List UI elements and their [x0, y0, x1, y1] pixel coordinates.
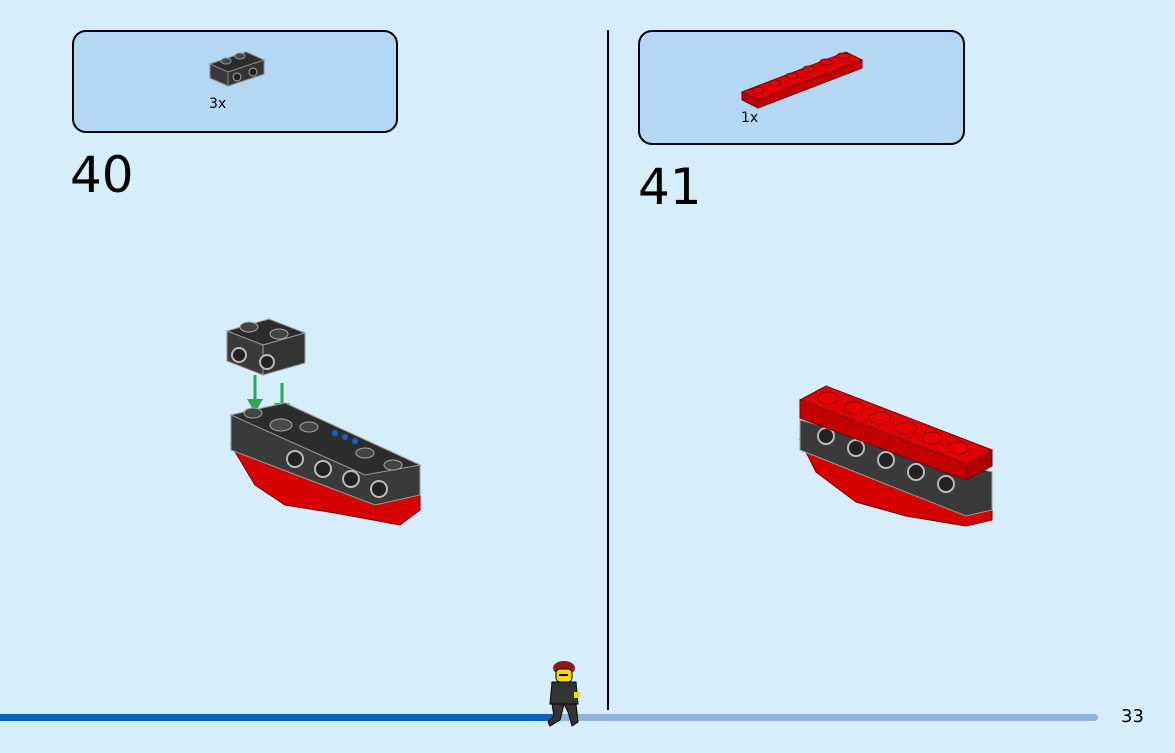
page-divider [607, 30, 609, 710]
step-40-assembly-illustration [225, 318, 422, 526]
plate-1x6-part-icon [740, 51, 864, 109]
parts-callout-step-41: 1x [638, 30, 965, 145]
minifigure-progress-icon [547, 661, 580, 727]
page-number: 33 [1121, 706, 1144, 727]
parts-callout-step-40: 3x [72, 30, 398, 133]
progress-bar-fill [0, 714, 560, 721]
step-number: 40 [70, 146, 134, 204]
step-number: 41 [638, 158, 702, 216]
bracket-1x2-part-icon [208, 51, 266, 87]
part-quantity: 3x [209, 96, 227, 112]
part-quantity: 1x [741, 110, 759, 126]
step-41-assembly-illustration [798, 385, 994, 527]
